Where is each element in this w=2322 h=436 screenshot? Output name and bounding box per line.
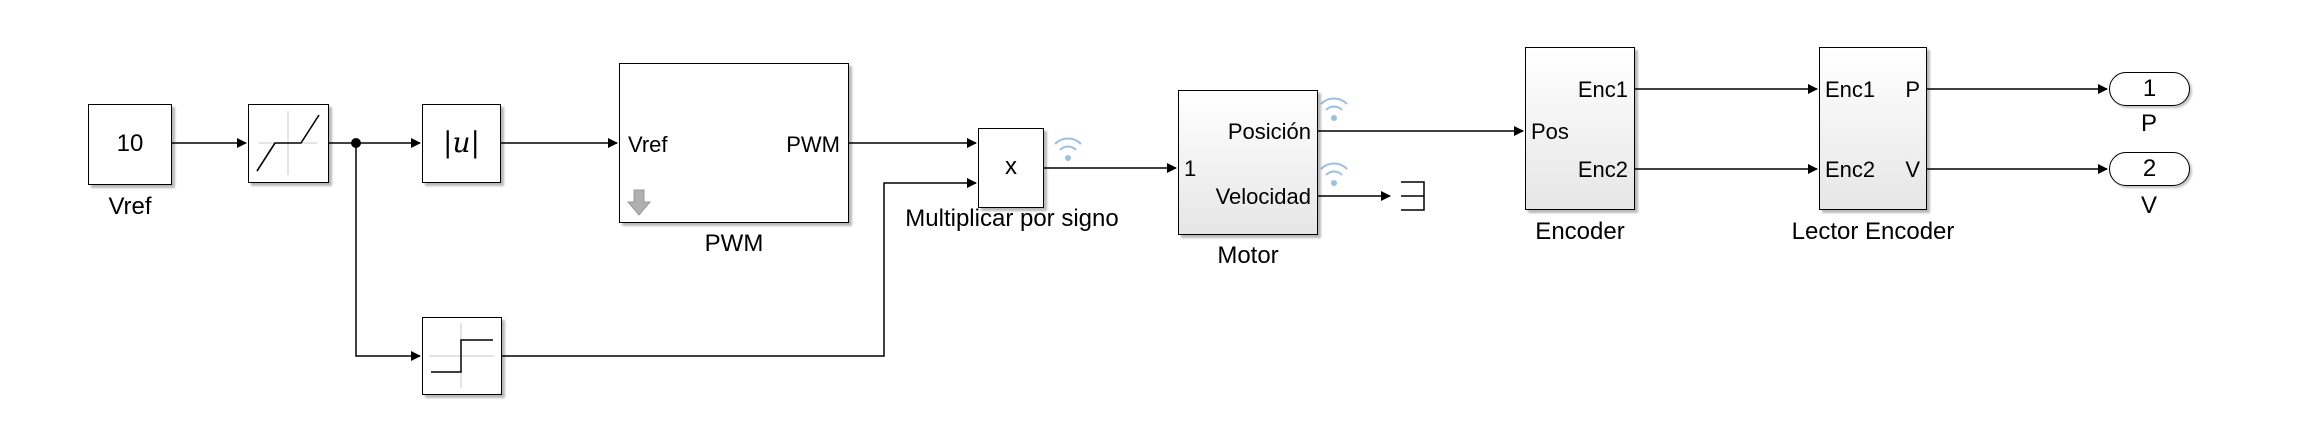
saturation-icon bbox=[256, 111, 320, 175]
motor-label: Motor bbox=[1217, 242, 1279, 269]
terminator-icon bbox=[1401, 181, 1425, 211]
lector-in-port-enc2: Enc2 bbox=[1825, 157, 1876, 182]
signal-logging-icon bbox=[1320, 97, 1348, 121]
outport-v[interactable]: 2 bbox=[2109, 152, 2190, 186]
lector-in-port-enc1: Enc1 bbox=[1825, 77, 1876, 102]
outport-p-number: 1 bbox=[2142, 75, 2157, 102]
constant-value: 10 bbox=[116, 130, 144, 157]
motor-out-port-posicion: Posición bbox=[1227, 119, 1311, 144]
pwm-out-port: PWM bbox=[786, 132, 840, 157]
motor-in-port: 1 bbox=[1184, 156, 1197, 181]
product-block[interactable]: x bbox=[978, 128, 1044, 208]
encoder-in-port: Pos bbox=[1531, 119, 1569, 144]
encoder-out-port-enc2: Enc2 bbox=[1577, 157, 1628, 182]
abs-symbol: |u| bbox=[443, 126, 480, 159]
motor-subsystem[interactable]: 1 Posición Velocidad bbox=[1178, 90, 1318, 235]
outport-p-label: P bbox=[2140, 110, 2158, 137]
signal-branch-to-sign bbox=[355, 143, 421, 361]
outport-v-label: V bbox=[2140, 192, 2158, 219]
outport-p[interactable]: 1 bbox=[2109, 72, 2190, 106]
constant-label: Vref bbox=[108, 193, 152, 220]
encoder-label: Encoder bbox=[1535, 218, 1625, 245]
lector-encoder-subsystem[interactable]: Enc1 Enc2 P V bbox=[1819, 47, 1927, 210]
signal-logging-icon bbox=[1054, 137, 1082, 161]
abs-block[interactable]: |u| bbox=[422, 104, 501, 183]
down-arrow-icon bbox=[626, 189, 652, 216]
lector-out-port-p: P bbox=[1905, 77, 1920, 102]
constant-block[interactable]: 10 bbox=[88, 104, 172, 185]
pwm-subsystem[interactable]: Vref PWM bbox=[619, 63, 849, 223]
product-label: Multiplicar por signo bbox=[905, 205, 1119, 232]
lector-encoder-label: Lector Encoder bbox=[1791, 218, 1955, 245]
pwm-in-port: Vref bbox=[628, 132, 668, 157]
encoder-out-port-enc1: Enc1 bbox=[1577, 77, 1628, 102]
lector-out-port-v: V bbox=[1905, 157, 1920, 182]
sign-block[interactable] bbox=[422, 317, 502, 395]
outport-v-number: 2 bbox=[2142, 155, 2157, 182]
pwm-label: PWM bbox=[704, 230, 764, 257]
motor-out-port-velocidad: Velocidad bbox=[1215, 184, 1311, 209]
signal-sign-to-product bbox=[502, 178, 977, 357]
branch-point bbox=[351, 138, 361, 148]
signal-logging-icon bbox=[1320, 162, 1348, 186]
encoder-subsystem[interactable]: Pos Enc1 Enc2 bbox=[1525, 47, 1635, 210]
product-symbol: x bbox=[1005, 153, 1017, 180]
saturation-block[interactable] bbox=[248, 104, 329, 183]
sign-icon bbox=[429, 323, 494, 388]
